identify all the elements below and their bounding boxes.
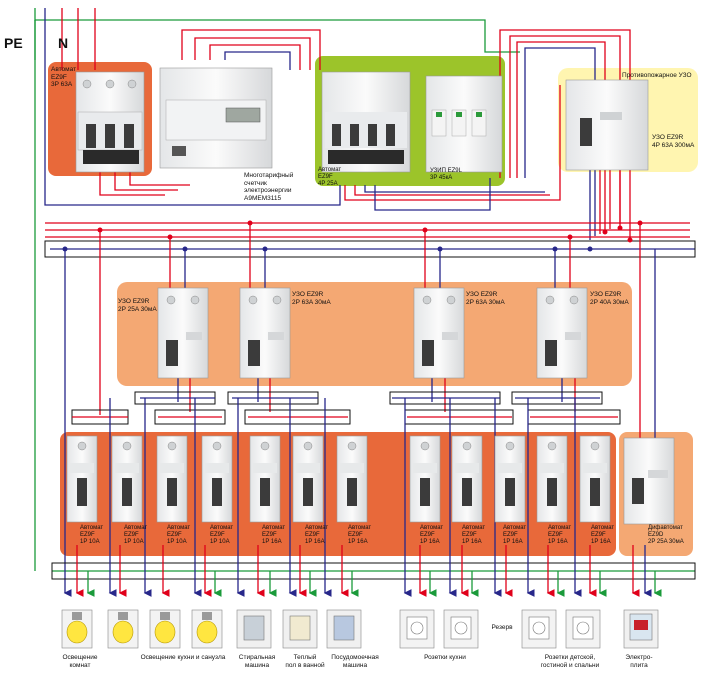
- load-lighting-kitchen: Освещение кухни и санузла: [140, 654, 226, 661]
- breaker-label: Автомат EZ9F 1P 16A: [305, 525, 329, 545]
- rcd-label: УЗО EZ9R 2P 63A 30мА: [292, 291, 331, 306]
- breaker: [579, 435, 611, 523]
- energy-meter: [159, 67, 273, 169]
- breaker: [409, 435, 441, 523]
- breaker-label: Автомат EZ9F 1P 16A: [591, 525, 615, 545]
- bulb-icon: [191, 609, 223, 649]
- stove-icon: [623, 609, 659, 649]
- rcd-devices: [157, 287, 588, 379]
- bulb-icon: [107, 609, 139, 649]
- breaker: [292, 435, 324, 523]
- breaker: [494, 435, 526, 523]
- n-label: N: [58, 35, 69, 51]
- breaker: [66, 435, 98, 523]
- washer-icon: [236, 609, 272, 649]
- main-breaker-label: Автомат EZ9F 3P 63A: [51, 66, 77, 88]
- pe-conductor: [34, 8, 695, 572]
- rcd-label: УЗО EZ9R 2P 40A 30мА: [590, 291, 629, 306]
- breaker: [249, 435, 281, 523]
- rcd: [536, 287, 588, 379]
- socket-icon: [565, 609, 601, 649]
- breaker: [451, 435, 483, 523]
- fire-rcd-title: Противопожарное УЗО: [622, 72, 692, 79]
- load-stove: Электро- плита: [625, 654, 653, 669]
- load-dishwasher: Посудомоечная машина: [331, 654, 379, 669]
- pe-bus: [51, 562, 696, 580]
- breaker-label: Автомат EZ9F 1P 16A: [503, 525, 527, 545]
- breaker-label: Автомат EZ9F 1P 10A: [80, 525, 104, 545]
- green-breaker-label: Автомат EZ9F 4P 25A: [318, 167, 342, 187]
- breaker: [156, 435, 188, 523]
- breaker-label: Автомат EZ9F 1P 16A: [348, 525, 372, 545]
- fire-rcd: [565, 79, 649, 171]
- breaker: [111, 435, 143, 523]
- bulb-icon: [149, 609, 181, 649]
- difavtomat-label: Дифавтомат EZ9D 2P 25A 30мА: [648, 525, 684, 545]
- rcd-label: УЗО EZ9R 2P 25A 30мА: [118, 298, 157, 313]
- breaker-label: Автомат EZ9F 1P 10A: [124, 525, 148, 545]
- load-lighting-rooms: Освещение комнат: [62, 654, 98, 669]
- breaker-devices: [66, 435, 675, 525]
- load-icons: [61, 609, 659, 649]
- load-washer: Стиральная машина: [238, 654, 276, 669]
- socket-icon: [443, 609, 479, 649]
- load-room-sockets: Розетки детской, гостиной и спальни: [540, 654, 600, 669]
- load-kitchen-sockets: Розетки кухни: [424, 654, 466, 661]
- bulb-icon: [61, 609, 93, 649]
- green-breaker: [321, 71, 411, 173]
- breaker-label: Автомат EZ9F 1P 10A: [167, 525, 191, 545]
- breaker-label: Автомат EZ9F 1P 16A: [262, 525, 286, 545]
- meter-label: Многотарифный счетчик электроэнергии A9M…: [244, 172, 294, 202]
- fire-rcd-label: УЗО EZ9R 4P 63A 300мА: [652, 134, 695, 149]
- difavtomat: [623, 437, 675, 525]
- breaker-label: Автомат EZ9F 1P 16A: [548, 525, 572, 545]
- breaker-label: Автомат EZ9F 1P 16A: [420, 525, 444, 545]
- dishwasher-icon: [326, 609, 362, 649]
- rcd: [239, 287, 291, 379]
- rcd-label: УЗО EZ9R 2P 63A 30мА: [466, 291, 505, 306]
- neutral-bus: [44, 240, 696, 258]
- socket-icon: [521, 609, 557, 649]
- rcd: [413, 287, 465, 379]
- load-floor: Теплый пол в ванной: [285, 654, 325, 669]
- breaker-label: Автомат EZ9F 1P 16A: [462, 525, 486, 545]
- breaker: [536, 435, 568, 523]
- surge-protector: [425, 75, 503, 173]
- breaker: [201, 435, 233, 523]
- socket-icon: [399, 609, 435, 649]
- breaker-label: Автомат EZ9F 1P 10A: [210, 525, 234, 545]
- pe-label: PE: [4, 35, 23, 51]
- main-breaker: [75, 71, 145, 173]
- heated-floor-icon: [282, 609, 318, 649]
- rcd: [157, 287, 209, 379]
- surge-label: УЗИП EZ9L 3P 45кА: [430, 168, 462, 181]
- load-reserve: Резерв: [491, 624, 513, 631]
- breaker: [336, 435, 368, 523]
